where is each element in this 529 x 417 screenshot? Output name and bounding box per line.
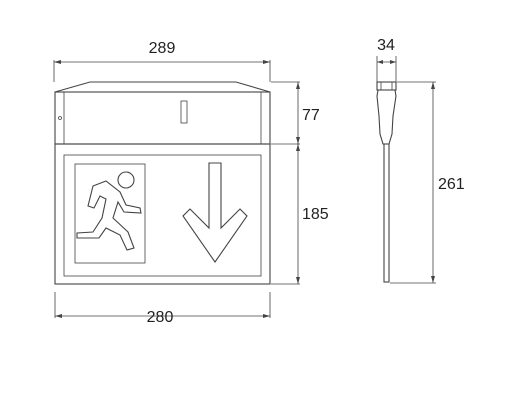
arrow-down-icon [182,162,248,263]
side-view: 34 261 [376,37,465,284]
dimension-top-width: 289 [53,40,271,82]
dimension-housing-height: 77 [271,81,320,145]
running-man-icon [76,171,142,251]
dimension-label-panel-height: 185 [302,206,329,223]
dimension-label-housing-height: 77 [302,107,320,124]
dimension-label-side-height: 261 [438,176,465,193]
front-view: 289 [53,40,329,326]
side-panel-edge [383,143,390,283]
dimension-label-side-depth: 34 [377,37,395,54]
dimension-side-depth: 34 [376,37,397,84]
side-housing [376,81,397,145]
dimension-side-height: 261 [390,81,465,284]
housing [54,81,271,145]
housing-slot [180,100,188,124]
sign-panel [54,143,271,285]
dimension-bottom-width: 280 [54,292,271,326]
dimension-label-top-width: 289 [149,40,176,57]
dimension-panel-height: 185 [271,144,329,285]
dimension-label-bottom-width: 280 [147,309,174,326]
